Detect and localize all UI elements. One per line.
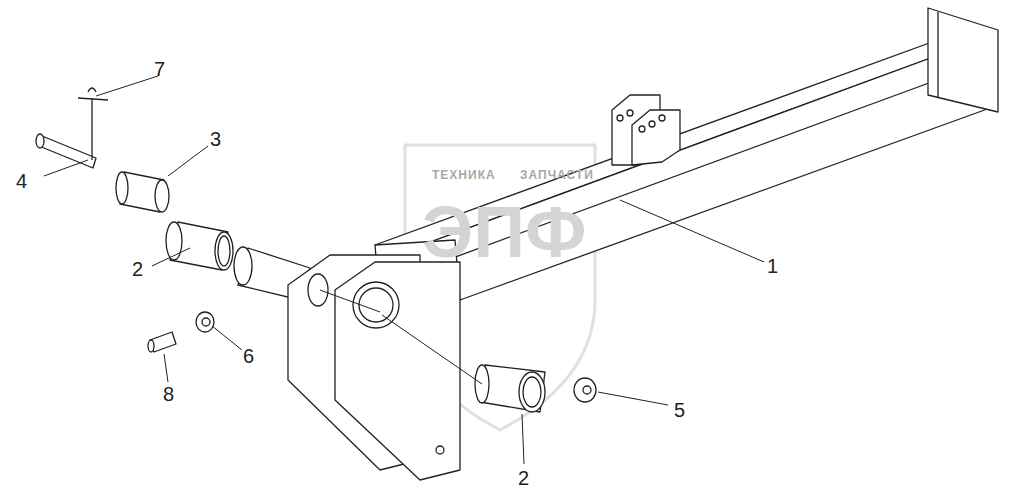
callout-number: 6 (243, 346, 254, 366)
callout-number: 8 (163, 384, 174, 404)
watermark-text: ТЕХНИКА (432, 165, 496, 185)
callout-number: 7 (154, 59, 165, 79)
callout-number: 4 (16, 171, 27, 191)
callout-number: 3 (210, 129, 221, 149)
callout-number: 5 (674, 400, 685, 420)
callout-number: 2 (518, 468, 529, 488)
watermark-logo: ЭПФ (422, 196, 586, 268)
callout-number: 2 (132, 259, 143, 279)
watermark-text: ЗАПЧАСТИ (520, 165, 594, 185)
callout-number: 1 (767, 256, 778, 276)
